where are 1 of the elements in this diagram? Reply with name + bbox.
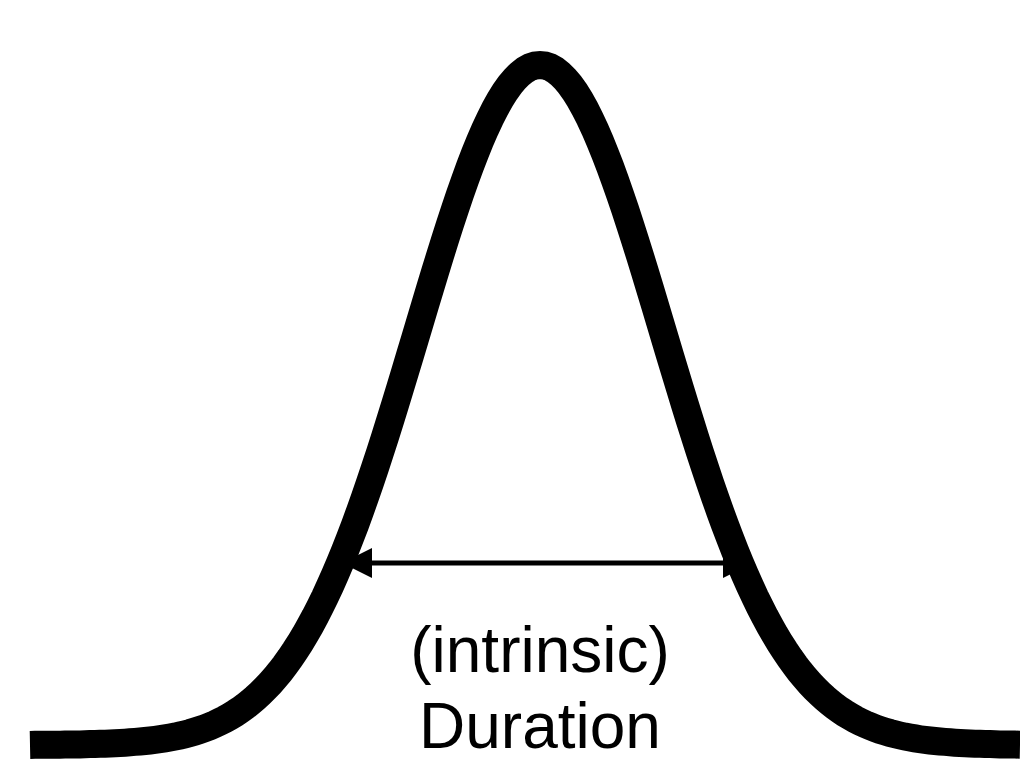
duration-label: (intrinsic) Duration bbox=[409, 613, 671, 761]
